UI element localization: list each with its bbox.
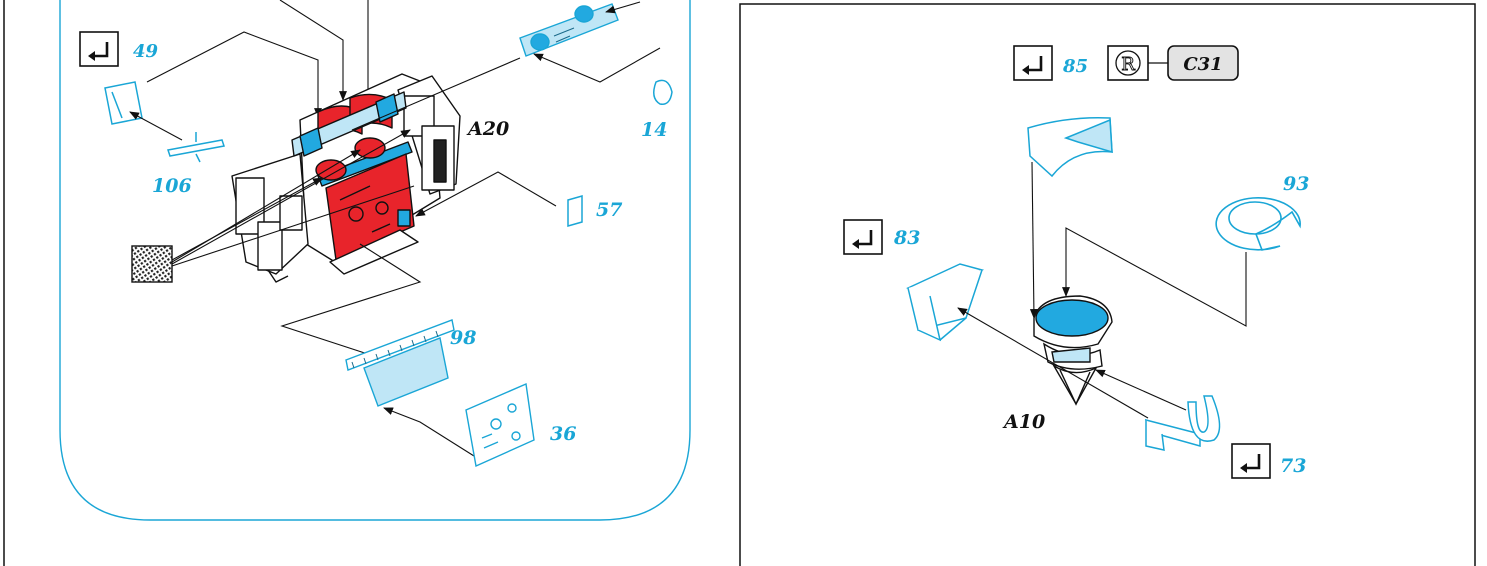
part-number-106: 106 <box>152 175 192 197</box>
leader-98 <box>280 243 422 359</box>
leader-83 <box>957 307 1149 419</box>
color-code-label: C31 <box>1183 54 1222 75</box>
part-number-83: 83 <box>893 227 920 249</box>
leader-57 <box>415 171 557 217</box>
part-14-plate <box>519 3 619 57</box>
leader-mesh-c <box>171 129 411 265</box>
leader-73 <box>1095 369 1187 411</box>
registered-icon: R <box>1107 45 1149 81</box>
mesh-texture-icon <box>131 245 173 283</box>
leader-85 <box>1029 161 1038 319</box>
part-number-98: 98 <box>450 327 476 349</box>
part-49-shape <box>104 81 143 125</box>
part-98-shape <box>345 319 455 407</box>
part-number-93: 93 <box>1283 173 1309 195</box>
part-number-57: 57 <box>596 199 622 221</box>
leader-14b <box>605 1 641 14</box>
part-73-shape <box>1144 395 1221 451</box>
part-83-shape <box>906 263 985 342</box>
part-85-shape <box>1027 116 1113 178</box>
leader-top-a <box>279 0 347 101</box>
assembly-a20 <box>231 73 461 283</box>
part-number-14: 14 <box>641 119 667 141</box>
right-panel-border <box>739 3 1476 566</box>
part-number-73: 73 <box>1280 455 1306 477</box>
left-callout-frame <box>59 0 691 521</box>
part-number-49: 49 <box>133 41 159 62</box>
leader-49 <box>146 31 322 118</box>
part-36-shape <box>465 382 535 468</box>
part-14-shape <box>653 79 673 105</box>
leader-36 <box>383 407 475 457</box>
leader-106 <box>129 111 183 141</box>
right-panel: 85 R C31 93 A10 <box>739 3 1476 566</box>
leader-mesh-a <box>171 177 323 261</box>
registered-symbol: R <box>1121 54 1135 75</box>
part-57-shape <box>567 195 583 227</box>
leader-14 <box>533 47 661 83</box>
bend-check-icon <box>79 31 119 67</box>
leader-mesh-d <box>171 185 415 267</box>
assembly-a10 <box>1033 295 1113 406</box>
part-number-36: 36 <box>550 423 576 445</box>
bend-check-icon <box>1231 443 1271 479</box>
color-code-box <box>1167 45 1239 81</box>
part-93-shape <box>1215 196 1301 251</box>
bend-check-icon <box>843 219 883 255</box>
leader-mesh-b <box>171 149 361 263</box>
assembly-label-a20: A20 <box>466 118 509 140</box>
leader-a20 <box>351 57 521 131</box>
part-106-shape <box>167 132 225 163</box>
assembly-label-a10: A10 <box>1002 411 1045 433</box>
left-panel: 49 106 <box>3 0 691 566</box>
leader-93 <box>1062 227 1247 327</box>
part-number-85: 85 <box>1062 56 1088 77</box>
bend-check-icon <box>1013 45 1053 81</box>
